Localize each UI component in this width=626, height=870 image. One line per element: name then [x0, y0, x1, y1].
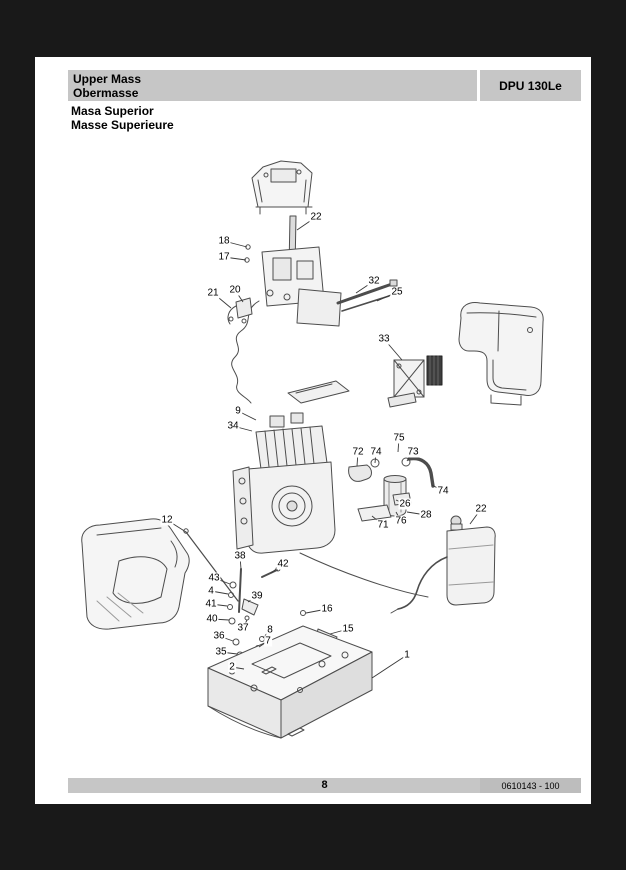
title-german: Obermasse — [73, 86, 139, 100]
footer-bar: 8 0610143 - 100 — [68, 778, 581, 793]
doc-code: 0610143 - 100 — [480, 778, 581, 793]
page-number: 8 — [321, 779, 328, 791]
document-page: Upper Mass Obermasse DPU 130Le Masa Supe… — [35, 57, 591, 804]
model-badge: DPU 130Le — [480, 70, 581, 101]
subtitle-block: Masa Superior Masse Superieure — [71, 104, 174, 132]
title-english: Upper Mass — [73, 72, 142, 86]
title-french: Masse Superieure — [71, 118, 174, 132]
header-bar: Upper Mass Obermasse — [68, 70, 477, 101]
title-spanish: Masa Superior — [71, 104, 154, 118]
